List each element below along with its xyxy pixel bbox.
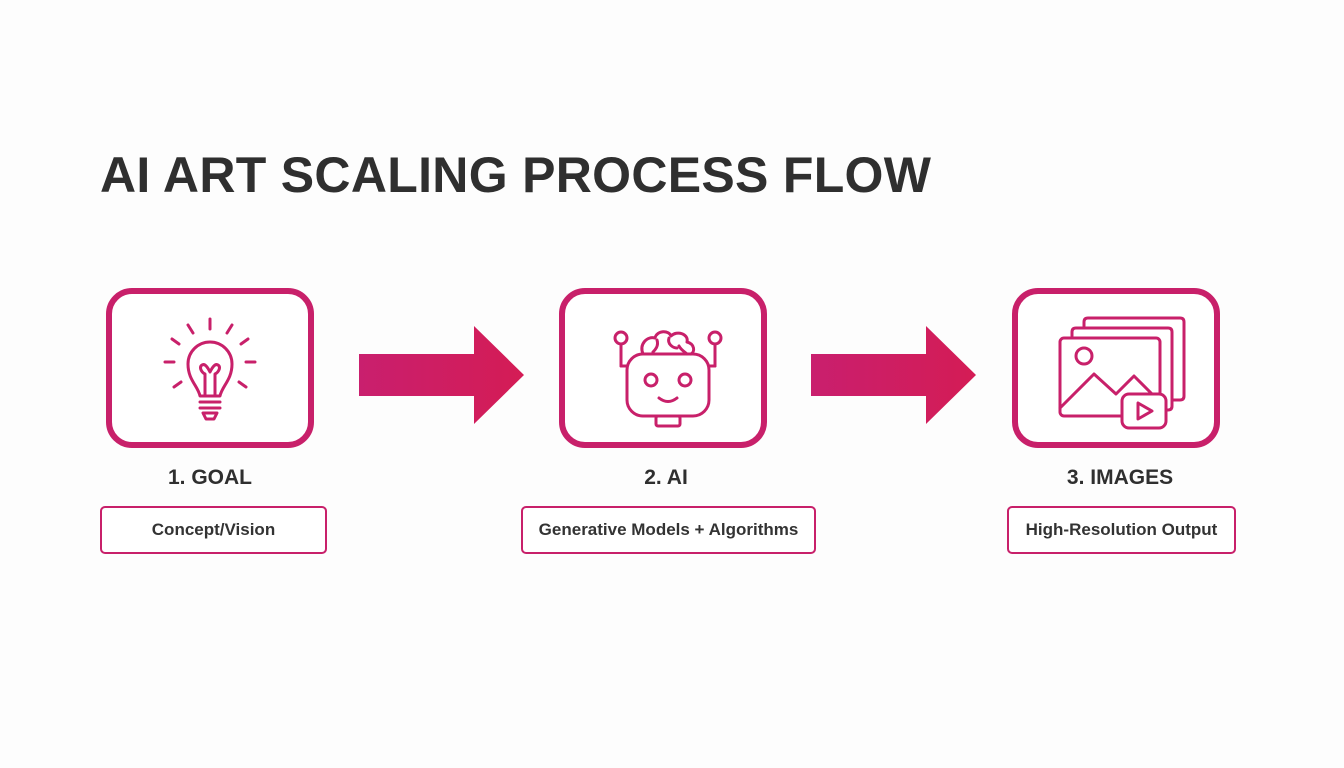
lightbulb-icon	[163, 317, 257, 421]
step-label-images: 3. IMAGES	[1066, 466, 1174, 489]
step-label-ai: 2. AI	[644, 466, 688, 489]
images-step-box	[1012, 288, 1220, 448]
robot-icon	[613, 330, 723, 428]
step-description-goal: Concept/Vision	[100, 506, 327, 554]
step-description-ai: Generative Models + Algorithms	[521, 506, 816, 554]
goal-step-box	[106, 288, 314, 448]
arrow-right-icon	[359, 326, 524, 424]
arrow-right-icon	[811, 326, 976, 424]
step-description-images: High-Resolution Output	[1007, 506, 1236, 554]
step-label-goal: 1. GOAL	[167, 466, 252, 489]
page-title: AI ART SCALING PROCESS FLOW	[100, 147, 932, 203]
ai-step-box	[559, 288, 767, 448]
image-gallery-icon	[1058, 316, 1186, 430]
